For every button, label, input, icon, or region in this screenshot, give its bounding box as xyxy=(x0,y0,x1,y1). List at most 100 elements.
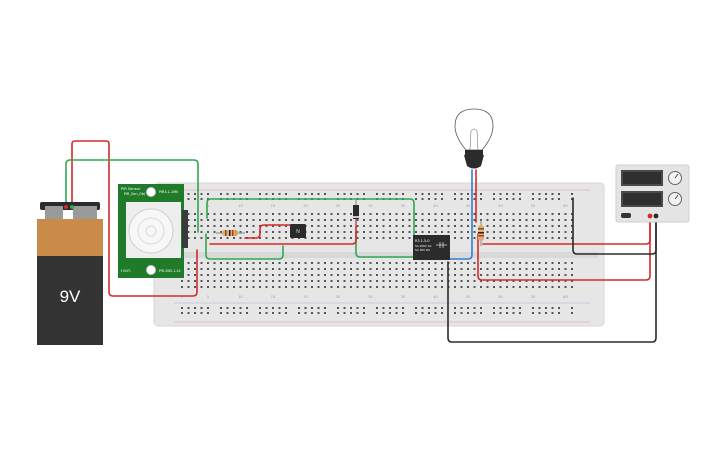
transistor[interactable]: N xyxy=(290,224,306,238)
breadboard-hole xyxy=(493,231,495,233)
breadboard-hole xyxy=(551,193,554,195)
breadboard-hole xyxy=(486,219,489,221)
breadboard-hole xyxy=(278,237,281,239)
breadboard-hole xyxy=(213,286,216,288)
breadboard-hole xyxy=(363,307,365,309)
breadboard-hole xyxy=(324,268,326,270)
breadboard-hole xyxy=(506,268,508,270)
breadboard-hole xyxy=(337,193,339,195)
breadboard-hole xyxy=(350,213,352,215)
diode[interactable] xyxy=(353,200,359,226)
breadboard-hole xyxy=(324,237,326,239)
breadboard-hole xyxy=(467,193,469,195)
breadboard-hole xyxy=(486,225,489,227)
breadboard-hole xyxy=(402,237,404,239)
breadboard-hole xyxy=(350,262,352,264)
breadboard-hole xyxy=(532,231,534,233)
breadboard-hole xyxy=(382,193,385,195)
breadboard-hole xyxy=(363,274,365,276)
breadboard-hole xyxy=(402,225,404,227)
breadboard-hole xyxy=(558,219,560,221)
breadboard-hole xyxy=(220,237,222,239)
breadboard-hole xyxy=(506,219,508,221)
breadboard-hole xyxy=(220,225,222,227)
relay[interactable]: R3.1-5-0 5A 250V AC 5A 30V DC xyxy=(413,235,450,260)
breadboard-hole xyxy=(525,274,528,276)
breadboard-hole xyxy=(311,307,313,309)
breadboard-hole xyxy=(239,213,242,215)
resistor-1[interactable] xyxy=(216,230,245,236)
breadboard-hole xyxy=(395,307,398,309)
breadboard-hole xyxy=(421,274,424,276)
breadboard-hole xyxy=(376,286,378,288)
breadboard-hole xyxy=(493,274,495,276)
breadboard-hole xyxy=(343,312,346,314)
breadboard-hole xyxy=(213,262,216,264)
resistor-2[interactable] xyxy=(478,220,484,246)
breadboard-hole xyxy=(382,268,385,270)
breadboard-hole xyxy=(558,237,560,239)
breadboard-hole xyxy=(369,237,372,239)
breadboard-hole xyxy=(499,268,502,270)
breadboard-hole xyxy=(350,193,352,195)
breadboard-hole xyxy=(545,213,547,215)
breadboard-hole xyxy=(213,274,216,276)
breadboard-hole xyxy=(519,262,521,264)
breadboard-hole xyxy=(428,274,430,276)
breadboard-hole xyxy=(337,231,339,233)
light-bulb-icon[interactable] xyxy=(454,108,494,169)
breadboard[interactable]: 1155101015152020252530303535404045455050… xyxy=(153,182,605,327)
breadboard-hole xyxy=(408,237,411,239)
wires xyxy=(65,140,657,343)
breadboard-hole xyxy=(421,193,424,195)
breadboard-hole xyxy=(330,262,333,264)
breadboard-hole xyxy=(363,280,365,282)
breadboard-hole xyxy=(304,193,307,195)
breadboard-hole xyxy=(181,307,183,309)
breadboard-hole xyxy=(506,193,508,195)
breadboard-hole xyxy=(317,268,320,270)
breadboard-hole xyxy=(545,198,547,200)
breadboard-hole xyxy=(473,268,476,270)
breadboard-hole xyxy=(200,286,203,288)
breadboard-hole xyxy=(571,268,573,270)
breadboard-hole xyxy=(382,231,385,233)
breadboard-hole xyxy=(415,193,417,195)
breadboard-hole xyxy=(538,225,541,227)
breadboard-hole xyxy=(519,274,521,276)
breadboard-hole xyxy=(350,286,352,288)
breadboard-hole xyxy=(194,307,196,309)
breadboard-hole xyxy=(246,213,248,215)
power-supply-icon[interactable] xyxy=(615,164,690,223)
breadboard-hole xyxy=(337,219,339,221)
breadboard-hole xyxy=(181,280,183,282)
pir-title-line2: PIR_Sen_Obj xyxy=(124,192,145,196)
breadboard-hole xyxy=(441,219,443,221)
breadboard-hole xyxy=(428,198,430,200)
breadboard-hole xyxy=(480,280,482,282)
breadboard-hole xyxy=(480,193,482,195)
breadboard-hole xyxy=(493,307,495,309)
breadboard-column-number: 5 xyxy=(207,204,209,208)
breadboard-hole xyxy=(200,193,203,195)
breadboard-hole xyxy=(311,219,313,221)
breadboard-hole xyxy=(538,280,541,282)
breadboard-hole xyxy=(434,198,437,200)
breadboard-hole xyxy=(525,268,528,270)
breadboard-hole xyxy=(512,286,515,288)
breadboard-hole xyxy=(519,213,521,215)
breadboard-hole xyxy=(486,262,489,264)
breadboard-hole xyxy=(447,225,450,227)
breadboard-hole xyxy=(246,219,248,221)
breadboard-hole xyxy=(571,274,573,276)
breadboard-hole xyxy=(239,286,242,288)
wire-red-resistor xyxy=(244,224,297,239)
battery-9v[interactable]: 9V xyxy=(37,202,103,345)
breadboard-hole xyxy=(415,231,417,233)
breadboard-hole xyxy=(181,286,183,288)
breadboard-hole xyxy=(291,268,294,270)
pir-sensor[interactable]: PIR Sensor PIR_Sen_Obj PIR3.1-1M0 +OUT- … xyxy=(118,184,188,278)
breadboard-hole xyxy=(389,213,391,215)
breadboard-hole xyxy=(421,280,424,282)
breadboard-hole xyxy=(200,268,203,270)
